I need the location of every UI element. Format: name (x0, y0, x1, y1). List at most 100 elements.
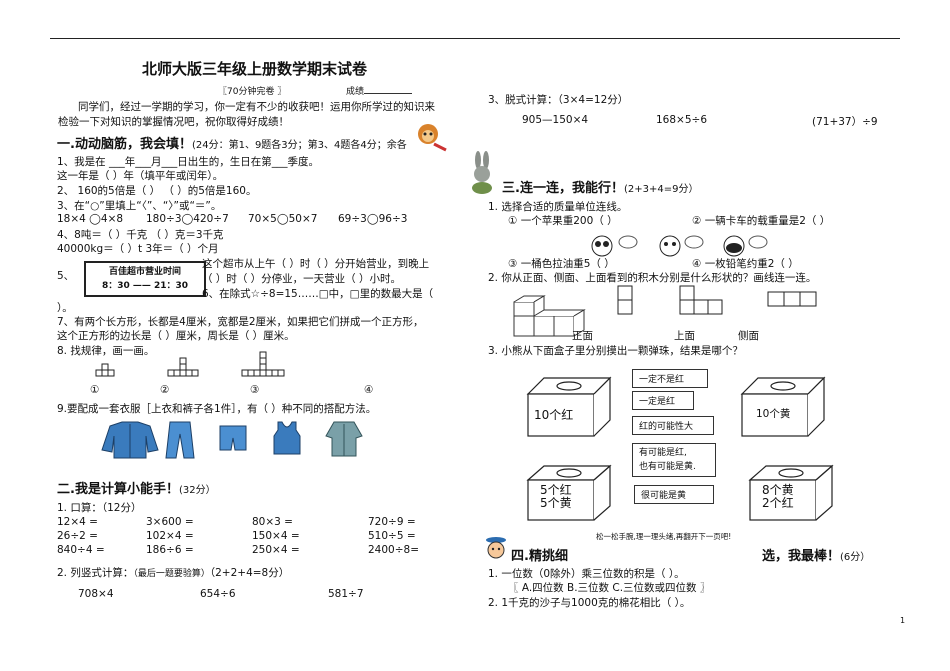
q1-birthday: 1、我是在 ___年___月___日出生的，生日在第___季度。 (57, 156, 320, 168)
oral-2-1: 26÷2 = (57, 530, 98, 542)
section-4-heading: 四.精挑细 (511, 549, 568, 564)
view-label-front: 正面 (572, 330, 593, 342)
choice-q2: 2. 1千克的沙子与1000克的棉花相比（ ）。 (488, 597, 691, 609)
oral-2-2: 102×4 = (146, 530, 194, 542)
shape-option-2 (679, 285, 723, 315)
oral-1-2: 3×600 = (146, 516, 194, 528)
vertical-2: 654÷6 (200, 588, 236, 600)
section-2-heading: 二.我是计算小能手！(32分） (57, 482, 216, 497)
boy-icon (486, 537, 506, 559)
card-likely-yellow: 很可能是黄 (634, 485, 714, 504)
intro-line-2: 检验一下对知识的掌握情况吧，祝你取得好成绩！ (58, 116, 289, 128)
q6-remainder: 6、在除式☆÷8=15……□中，□里的数最大是（ (202, 288, 434, 300)
cow-icon (723, 235, 745, 257)
monkey-icon (418, 124, 447, 152)
marbles-q: 3. 小熊从下面盒子里分别摸出一颗弹珠，结果是哪个？ (488, 345, 743, 357)
time-note: 〖70分钟完卷 〗 (218, 87, 287, 97)
box-10-yellow (740, 376, 826, 437)
oral-1-4: 720÷9 = (368, 516, 416, 528)
pattern-label-3: ③ (250, 384, 260, 396)
section-1-heading: 一.动动脑筋，我会填！(24分：第1、9题各3分；第3、4题各4分；余各 (57, 137, 407, 152)
coat-icon (325, 421, 363, 457)
card-likely-red: 红的可能性大 (632, 416, 714, 435)
score-label: 成绩 (346, 84, 413, 97)
oral-2-4: 510÷5 = (368, 530, 416, 542)
q5-label: 5、 (57, 270, 75, 282)
section-4-heading-2: 选，我最棒！(6分） (762, 549, 871, 564)
unit-connect-q: 1. 选择合适的质量单位连线。 (488, 201, 628, 213)
store-hours: 8：30 —— 21：30 (101, 281, 189, 291)
oral-1-3: 80×3 = (252, 516, 293, 528)
view-label-side: 侧面 (738, 330, 759, 342)
store-hours-sign: 百佳超市营业时间 8：30 —— 21：30 (84, 261, 206, 297)
box-2-label: 10个黄 (756, 408, 791, 420)
q4-units-a: 4、8吨＝（ ）千克 （ ）克＝3千克 (57, 229, 224, 241)
q2-times: 2、 160的5倍是（ ） （ ）的5倍是160。 (57, 185, 257, 197)
page-number: 1 (900, 616, 906, 625)
shorts-icon (219, 425, 247, 451)
unit-item-4: ④ 一枚铅笔约重2（ ） (692, 258, 799, 270)
shape-option-1 (617, 285, 633, 315)
pattern-figures (95, 351, 285, 377)
rabbit-icon (472, 151, 492, 194)
box-3-label: 5个红 5个黄 (540, 483, 572, 510)
card-maybe-red-or-yellow: 有可能是红, 也有可能是黄. (632, 443, 716, 477)
blocks-figure (513, 295, 586, 337)
q7-rect-a: 7、有两个长方形，长都是4厘米，宽都是2厘米，如果把它们拼成一个正方形， (57, 316, 424, 328)
oral-3-2: 186÷6 = (146, 544, 194, 556)
top-rule (50, 38, 900, 39)
stepwise-calc-title: 3、脱式计算：（3×4=12分） (488, 94, 629, 106)
stepwise-2: 168×5÷6 (656, 114, 707, 126)
q3-item-3: 70×5◯50×7 (248, 213, 318, 225)
choice-q1: 1. 一位数（0除外）乘三位数的积是（ ）。 (488, 568, 685, 580)
q8-pattern: 8. 找规律，画一画。 (57, 345, 155, 357)
unit-item-2: ② 一辆卡车的载重量是2（ ） (692, 215, 831, 227)
choice-q1-options: 〖 A.四位数 B.三位数 C.三位数或四位数 〗 (508, 582, 711, 594)
relax-note: 松一松手腕,理一理头绪,再翻开下一页吧! (596, 532, 732, 541)
stepwise-3: (71+37）÷9 (812, 116, 878, 128)
q5-close: （ ）时（ ）分停业，一天营业（ ）小时。 (202, 273, 402, 285)
vertical-3: 581÷7 (328, 588, 364, 600)
oral-2-3: 150×4 = (252, 530, 300, 542)
q7-rect-b: 这个正方形的边长是（ ）厘米，周长是（ ）厘米。 (57, 330, 295, 342)
cat-icon (659, 235, 681, 257)
vest-icon (273, 421, 301, 455)
q3-item-1: 18×4 ◯4×8 (57, 213, 124, 225)
unit-item-3: ③ 一桶色拉油重5（ ） (508, 258, 615, 270)
q3-item-4: 69÷3◯96÷3 (338, 213, 408, 225)
unit-item-1: ① 一个苹果重200（ ） (508, 215, 618, 227)
pattern-label-1: ① (90, 384, 100, 396)
box-10-red (526, 376, 612, 437)
box-5-red-5-yellow (526, 464, 612, 521)
q3-item-2: 180÷3◯420÷7 (146, 213, 229, 225)
pattern-label-2: ② (160, 384, 170, 396)
intro-line-1: 同学们，经过一学期的学习，你一定有不少的收获吧！运用你所学过的知识来 (78, 101, 435, 113)
vertical-1: 708×4 (78, 588, 114, 600)
box-1-label: 10个红 (534, 408, 574, 422)
oral-title: 1. 口算：（12分） (57, 502, 142, 514)
oral-3-1: 840÷4 = (57, 544, 105, 556)
unit-characters (591, 235, 768, 257)
box-4-label: 8个黄 2个红 (762, 483, 794, 510)
q4-units-b: 40000kg＝（ ）t 3年＝（ ）个月 (57, 243, 219, 255)
q3-compare: 3、在“○”里填上“〈”、“〉”或“＝”。 (57, 200, 222, 212)
card-never-red: 一定不是红 (632, 369, 708, 388)
panda-icon (591, 235, 613, 257)
jacket-icon (101, 421, 159, 459)
q6-end: ）。 (57, 302, 73, 314)
oral-1-1: 12×4 = (57, 516, 98, 528)
oral-3-3: 250×4 = (252, 544, 300, 556)
vertical-calc-title: 2. 列竖式计算：（最后一题要验算）（2+2+4=8分） (57, 567, 290, 579)
view-label-top: 上面 (674, 330, 695, 342)
q9-clothes: 9.要配成一套衣服［上衣和裤子各1件］，有（ ）种不同的搭配方法。 (57, 403, 377, 415)
pattern-label-4: ④ (364, 384, 374, 396)
stepwise-1: 905—150×4 (522, 114, 589, 126)
page-title: 北师大版三年级上册数学期末试卷 (142, 60, 368, 78)
views-q: 2. 你从正面、侧面、上面看到的积木分别是什么形状的？画线连一连。 (488, 272, 817, 284)
section-3-heading: 三.连一连，我能行！(2+3+4=9分） (502, 181, 699, 196)
q1-year-type: 这一年是（ ）年（填平年或闰年）。 (57, 170, 224, 182)
box-8-yellow-2-red (748, 464, 834, 521)
store-title: 百佳超市营业时间 (108, 267, 181, 277)
oral-3-4: 2400÷8= (368, 544, 419, 556)
shape-option-3 (767, 291, 817, 307)
